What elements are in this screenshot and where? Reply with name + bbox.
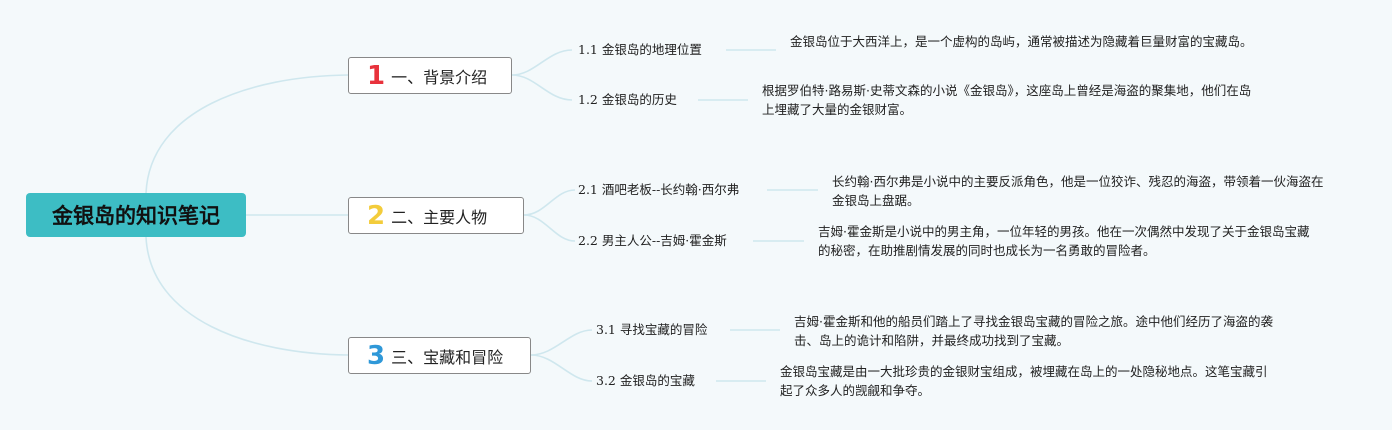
connector-branch-3-sub-2 (530, 354, 593, 382)
connector-root-branch-1 (145, 74, 349, 194)
branch-number-3: 3 (367, 340, 386, 371)
sub-topic-3-1[interactable]: 3.1 寻找宝藏的冒险 (596, 322, 708, 337)
branch-title-main-characters: 二、主要人物 (391, 207, 488, 227)
branch-title-background: 一、背景介绍 (391, 67, 488, 87)
branch-background[interactable]: 1 一、背景介绍 (348, 57, 512, 94)
sub-topic-2-2[interactable]: 2.2 男主人公--吉姆·霍金斯 (578, 233, 727, 248)
desc-1-2: 根据罗伯特·路易斯·史蒂文森的小说《金银岛》，这座岛上曾经是海盗的聚集地，他们在… (762, 83, 1252, 117)
sub-topic-1-2[interactable]: 1.2 金银岛的历史 (578, 92, 677, 107)
connector-root-branch-3 (145, 236, 349, 356)
branch-number-2: 2 (367, 200, 386, 231)
branch-treasure-adventure[interactable]: 3 三、宝藏和冒险 (348, 337, 531, 374)
connector-branch-1-sub-2 (511, 74, 573, 101)
branch-main-characters[interactable]: 2 二、主要人物 (348, 197, 524, 234)
root-title: 金银岛的知识笔记 (52, 204, 220, 228)
branch-number-1: 1 (367, 60, 386, 91)
connector-branch-2-sub-1 (523, 189, 576, 216)
desc-2-1: 长约翰·西尔弗是小说中的主要反派角色，他是一位狡诈、残忍的海盗，带领着一伙海盗在… (832, 174, 1324, 208)
desc-3-2: 金银岛宝藏是由一大批珍贵的金银财宝组成，被埋藏在岛上的一处隐秘地点。这笔宝藏引起… (780, 364, 1268, 398)
sub-topic-2-1[interactable]: 2.1 酒吧老板--长约翰·西尔弗 (578, 182, 740, 197)
branch-title-treasure-adventure: 三、宝藏和冒险 (391, 347, 504, 367)
connector-branch-1-sub-1 (511, 49, 573, 76)
desc-2-2: 吉姆·霍金斯是小说中的男主角，一位年轻的男孩。他在一次偶然中发现了关于金银岛宝藏… (818, 224, 1310, 258)
desc-1-1: 金银岛位于大西洋上，是一个虚构的岛屿，通常被描述为隐藏着巨量财富的宝藏岛。 (790, 34, 1253, 49)
sub-topic-1-1[interactable]: 1.1 金银岛的地理位置 (578, 42, 702, 57)
desc-3-1: 吉姆·霍金斯和他的船员们踏上了寻找金银岛宝藏的冒险之旅。途中他们经历了海盗的袭击… (794, 314, 1273, 348)
connector-branch-3-sub-1 (530, 329, 593, 356)
root-node[interactable]: 金银岛的知识笔记 (26, 193, 246, 237)
connector-branch-2-sub-2 (523, 214, 576, 242)
sub-topic-3-2[interactable]: 3.2 金银岛的宝藏 (596, 373, 695, 388)
